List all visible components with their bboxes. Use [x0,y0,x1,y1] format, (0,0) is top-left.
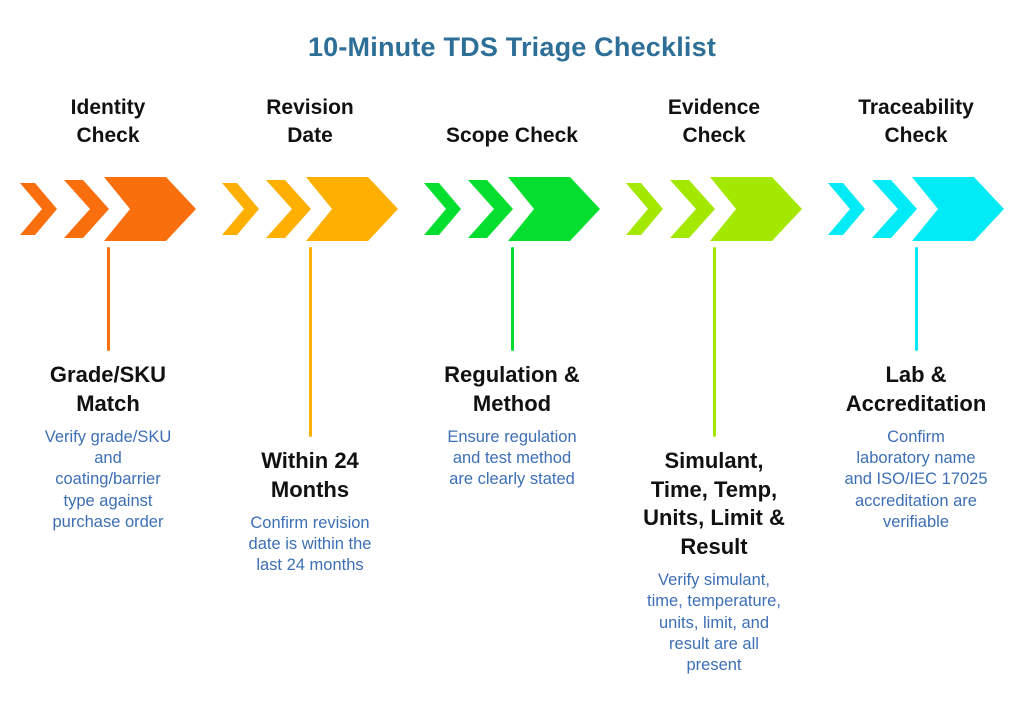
step-header: Traceability Check [858,95,974,148]
step-header: Revision Date [266,95,354,148]
page-title: 10-Minute TDS Triage Checklist [307,32,717,62]
triple-chevron-arrow-icon [424,177,600,241]
step-subtitle: Regulation & Method [444,362,580,416]
step-subtitle: Grade/SKU Match [49,362,167,416]
triple-chevron-arrow-icon [626,177,802,241]
step-subtitle: Within 24 Months [261,448,359,502]
step-description: Verify grade/SKU and coating/barrier typ… [44,428,172,531]
triple-chevron-arrow-icon [222,177,398,241]
step-description: Confirm revision date is within the last… [248,514,372,575]
step-column-revision-date: Revision Date Within 24 Months Confirm r… [215,87,405,676]
step-description: Ensure regulation and test method are cl… [447,428,577,489]
connector-line [106,247,110,351]
step-subtitle: Simulant, Time, Temp, Units, Limit & Res… [643,448,785,559]
step-header: Scope Check [446,124,578,148]
step-header: Evidence Check [667,95,761,148]
triple-chevron-arrow-icon [20,177,196,241]
steps-row: Identity Check Grade/SKU Match Verify gr… [0,87,1024,676]
connector-line [712,247,716,437]
step-column-identity-check: Identity Check Grade/SKU Match Verify gr… [13,87,203,676]
triple-chevron-arrow-icon [828,177,1004,241]
step-column-evidence-check: Evidence Check Simulant, Time, Temp, Uni… [619,87,809,676]
step-column-scope-check: Scope Check Regulation & Method Ensure r… [417,87,607,676]
connector-line [510,247,514,351]
step-column-traceability-check: Traceability Check Lab & Accreditation C… [821,87,1011,676]
step-subtitle: Lab & Accreditation [845,362,987,416]
step-header: Identity Check [70,95,146,148]
step-description: Verify simulant, time, temperature, unit… [647,571,781,674]
connector-line [914,247,918,351]
connector-line [308,247,312,437]
step-description: Confirm laboratory name and ISO/IEC 1702… [844,428,988,531]
